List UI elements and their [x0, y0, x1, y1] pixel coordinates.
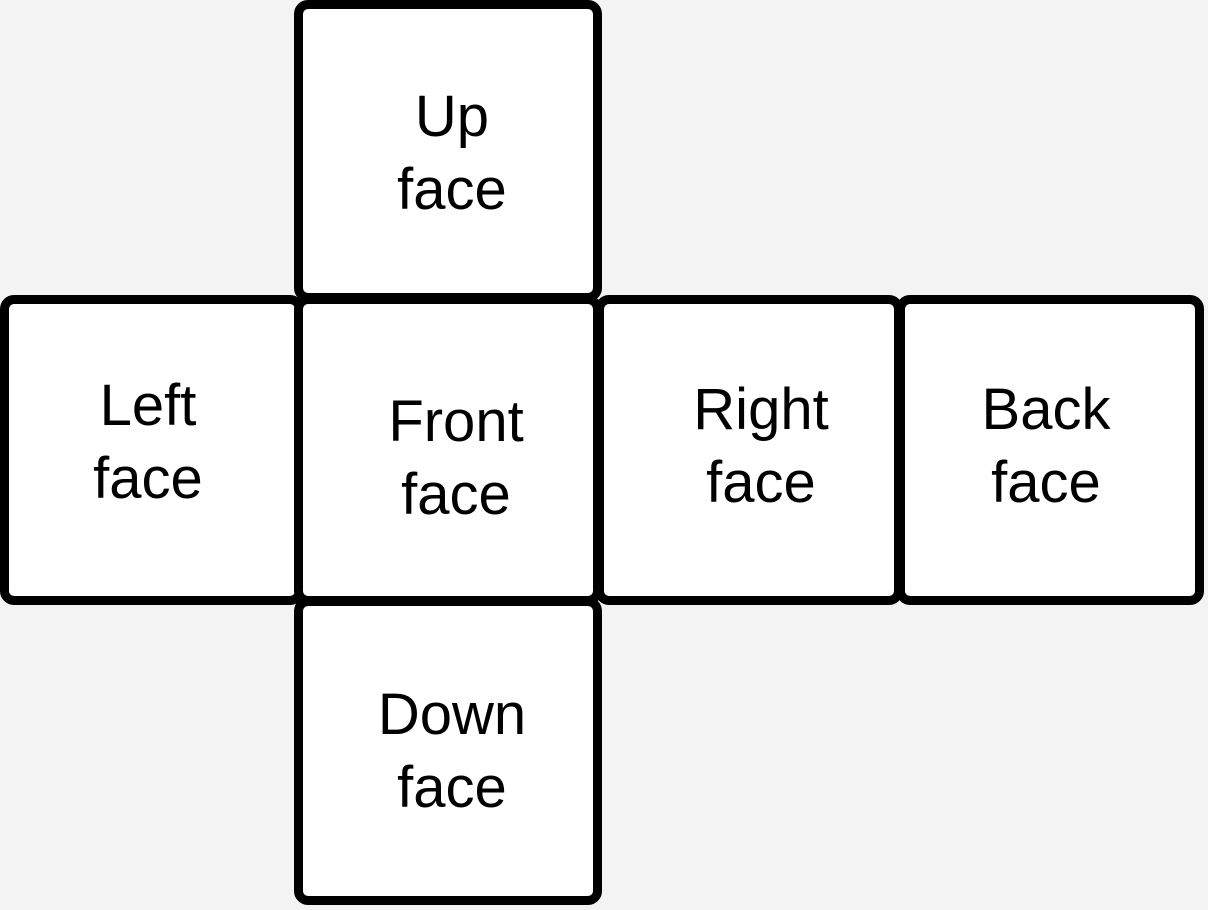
left-face-label-line2: face [93, 446, 203, 511]
down-face-label: Down face [378, 678, 526, 824]
front-face-label-line2: face [401, 462, 511, 527]
right-face-label: Right face [693, 373, 828, 519]
up-face-label: Up face [397, 80, 507, 226]
left-face-label-line1: Left [99, 372, 197, 438]
up-face-label-line2: face [397, 157, 507, 222]
back-face-label-line2: face [991, 450, 1101, 515]
down-face: Down face [294, 597, 602, 905]
back-face: Back face [896, 295, 1204, 605]
down-face-label-line1: Down [377, 681, 527, 747]
right-face: Right face [595, 295, 903, 605]
up-face-label-line1: Up [414, 83, 490, 149]
right-face-label-line2: face [706, 450, 816, 515]
front-face-label: Front face [388, 385, 523, 531]
front-face-label-line1: Front [388, 388, 524, 454]
back-face-label: Back face [982, 373, 1111, 519]
right-face-label-line1: Right [693, 376, 829, 442]
left-face-label: Left face [93, 369, 203, 515]
left-face: Left face [0, 295, 304, 605]
down-face-label-line2: face [397, 755, 507, 820]
front-face: Front face [294, 295, 602, 605]
back-face-label-line1: Back [981, 376, 1111, 442]
up-face: Up face [294, 0, 602, 302]
